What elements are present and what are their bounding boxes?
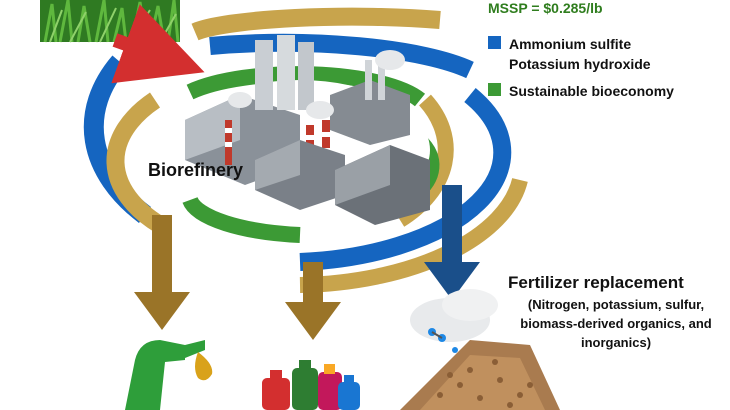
legend-text-ammonium: Ammonium sulfite Potassium hydroxide	[509, 34, 651, 74]
feedstock-arrow	[111, 4, 205, 84]
mssp-text: MSSP = $0.285/lb	[488, 0, 603, 16]
legend-item-bioeconomy: Sustainable bioeconomy	[488, 81, 674, 101]
crop-icon	[40, 0, 180, 43]
fuel-nozzle-icon	[125, 340, 213, 410]
legend-line-potassium-hydroxide: Potassium hydroxide	[509, 56, 651, 72]
biorefinery-icon	[170, 35, 430, 225]
chemical-bottles-icon	[262, 360, 360, 410]
inner-gold-ring-left	[106, 92, 165, 233]
biorefinery-label: Biorefinery	[148, 160, 244, 180]
legend-line-sustainable-bioeconomy: Sustainable bioeconomy	[509, 83, 674, 99]
fertilizer-description: (Nitrogen, potassium, sulfur, biomass-de…	[520, 297, 712, 350]
chemicals-arrow	[285, 262, 341, 340]
fertilizer-title: Fertilizer replacement	[508, 273, 684, 292]
biofuel-arrow	[134, 215, 190, 330]
blue-ring-right	[299, 88, 512, 271]
legend-item-ammonium: Ammonium sulfite Potassium hydroxide	[488, 34, 651, 74]
fertilizer-pellets-icon	[400, 289, 560, 410]
outer-gold-ring	[191, 7, 441, 41]
legend-line-ammonium-sulfite: Ammonium sulfite	[509, 36, 632, 52]
blue-ring-top	[209, 33, 474, 79]
fertilizer-arrow	[424, 185, 480, 300]
legend-swatch-green	[488, 83, 501, 96]
green-ring-bottom	[182, 196, 301, 243]
legend-swatch-blue	[488, 36, 501, 49]
